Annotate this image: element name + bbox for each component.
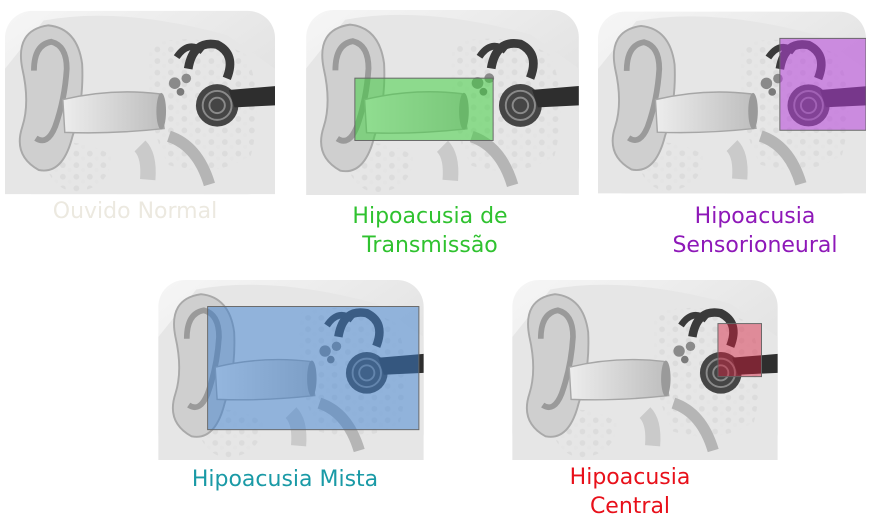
ear-diagram-mixed	[157, 280, 425, 460]
caption-line: Central	[545, 492, 715, 521]
ear-illustration	[305, 10, 580, 195]
affected-region-highlight	[718, 324, 762, 377]
caption-normal: Ouvido Normal	[0, 197, 270, 226]
ear-diagram-conductive	[305, 10, 580, 195]
caption-line: Hipoacusia	[650, 202, 860, 231]
affected-region-highlight	[355, 78, 493, 140]
caption-central: Hipoacusia Central	[545, 463, 715, 521]
caption-line: Sensorioneural	[650, 231, 860, 260]
caption-line: Hipoacusia de	[330, 202, 530, 231]
ear-illustration	[510, 280, 780, 460]
affected-region-highlight	[780, 38, 866, 130]
ear-illustration	[598, 10, 866, 195]
ear-illustration	[157, 280, 425, 460]
affected-region-highlight	[208, 307, 419, 430]
caption-conductive: Hipoacusia de Transmissão	[330, 202, 530, 260]
ear-illustration	[5, 10, 275, 195]
caption-line: Ouvido Normal	[0, 197, 270, 226]
caption-mixed: Hipoacusia Mista	[170, 465, 400, 494]
caption-sensorineural: Hipoacusia Sensorioneural	[650, 202, 860, 260]
caption-line: Hipoacusia Mista	[170, 465, 400, 494]
ear-diagram-sensorineural	[598, 10, 866, 195]
caption-line: Transmissão	[330, 231, 530, 260]
ear-diagram-central	[510, 280, 780, 460]
ear-diagram-normal	[5, 10, 275, 195]
caption-line: Hipoacusia	[545, 463, 715, 492]
